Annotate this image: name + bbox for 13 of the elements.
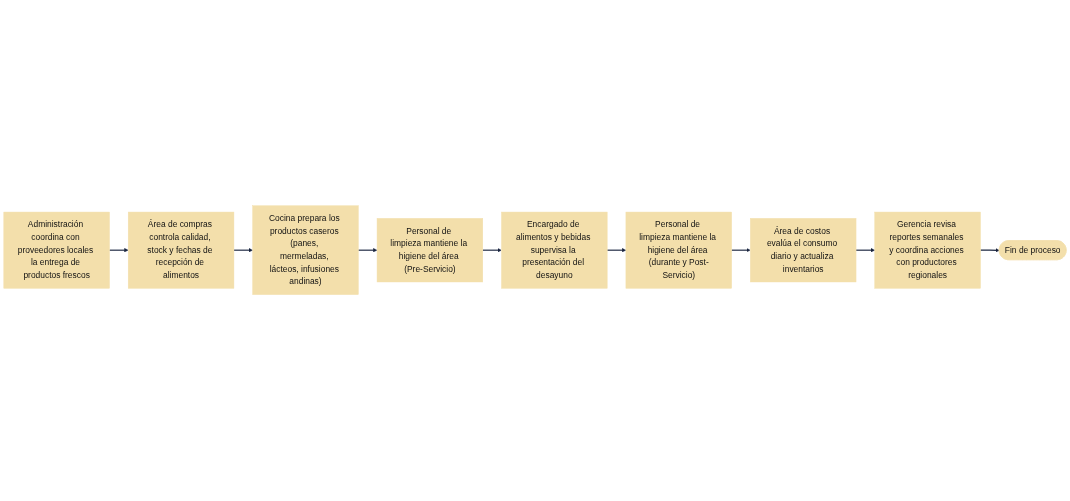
arrow	[606, 248, 627, 253]
arrow	[731, 248, 751, 253]
node-box: Encargado de alimentos y bebidas supervisa la presentación del desayuno	[501, 212, 608, 289]
arrow	[357, 248, 378, 253]
arrow	[482, 248, 502, 253]
arrow	[979, 248, 1000, 253]
node-box: Gerencia revisa reportes semanales y coordina acciones con productores regionales	[874, 212, 981, 289]
node-box: Cocina prepara los productos caseros (panes, mermeladas, lácteos, infusiones andinas)	[252, 205, 359, 296]
node-box: Administración coordina con proveedores locales la entrega de productos frescos	[3, 212, 110, 289]
node-box: Personal de limpieza mantiene la higiene del área (Pre-Servicio)	[376, 218, 483, 283]
node-box: Personal de limpieza mantiene la higiene del área (durante y Post-Servicio)	[625, 212, 732, 289]
node-box: Área de costos evalúa el consumo diario y actualiza inventarios	[750, 218, 857, 283]
node-box: Área de compras controla calidad, stock y fechas de recepción de alimentos	[127, 212, 235, 289]
